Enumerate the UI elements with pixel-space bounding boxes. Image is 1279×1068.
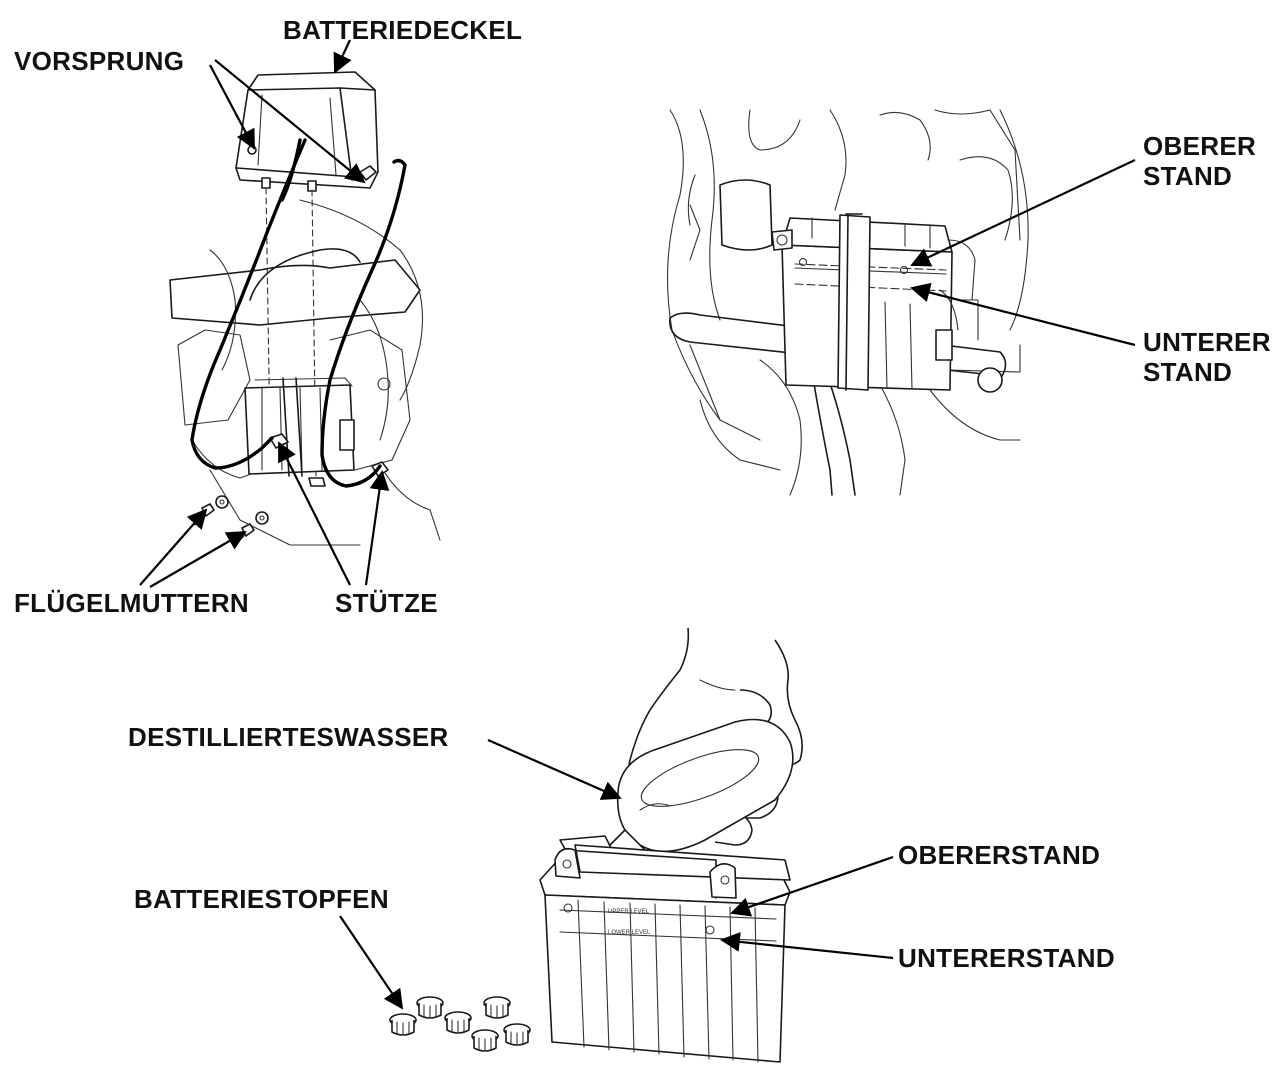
lower-level-bottom-label: UNTERERSTAND: [898, 943, 1115, 973]
upper-level-marking: UPPER LEVEL: [608, 909, 650, 915]
callout-arrows-top-right: [910, 159, 1136, 347]
wing-nuts-drawing: [194, 495, 269, 545]
upper-level-label-line2: STAND: [1143, 161, 1233, 191]
bottle-drawing: [604, 718, 794, 869]
battery-in-frame-drawing: [244, 377, 389, 487]
battery-compartment-illustration: [169, 71, 441, 546]
wing-nuts-label: FLÜGELMUTTERN: [14, 588, 249, 618]
lower-level-marking: LOWER LEVEL: [608, 930, 651, 936]
battery-caps-label: BATTERIESTOPFEN: [134, 884, 389, 914]
projection-label: VORSPRUNG: [14, 46, 185, 76]
upper-level-bottom-label: OBERERSTAND: [898, 840, 1101, 870]
lower-level-label-line1: UNTERER: [1143, 327, 1271, 357]
battery-cover-drawing: [235, 71, 379, 192]
battery-cover-label: BATTERIEDECKEL: [283, 15, 523, 45]
support-label: STÜTZE: [335, 588, 438, 618]
battery-level-view-illustration: [667, 109, 1029, 496]
lower-level-label-line2: STAND: [1143, 357, 1233, 387]
callout-arrows-top-left: [139, 39, 390, 588]
upper-level-label: OBERER STAND: [1143, 131, 1256, 191]
callout-arrows-bottom: [339, 738, 894, 1010]
battery-caps-drawing: [389, 996, 531, 1052]
refill-illustration: UPPER LEVEL LOWER LEVEL: [389, 627, 803, 1063]
distilled-water-label: DESTILLIERTESWASSER: [128, 722, 449, 752]
battery-drawing: UPPER LEVEL LOWER LEVEL: [539, 835, 791, 1063]
upper-level-label-line1: OBERER: [1143, 131, 1257, 161]
lower-level-label: UNTERER STAND: [1143, 327, 1271, 387]
